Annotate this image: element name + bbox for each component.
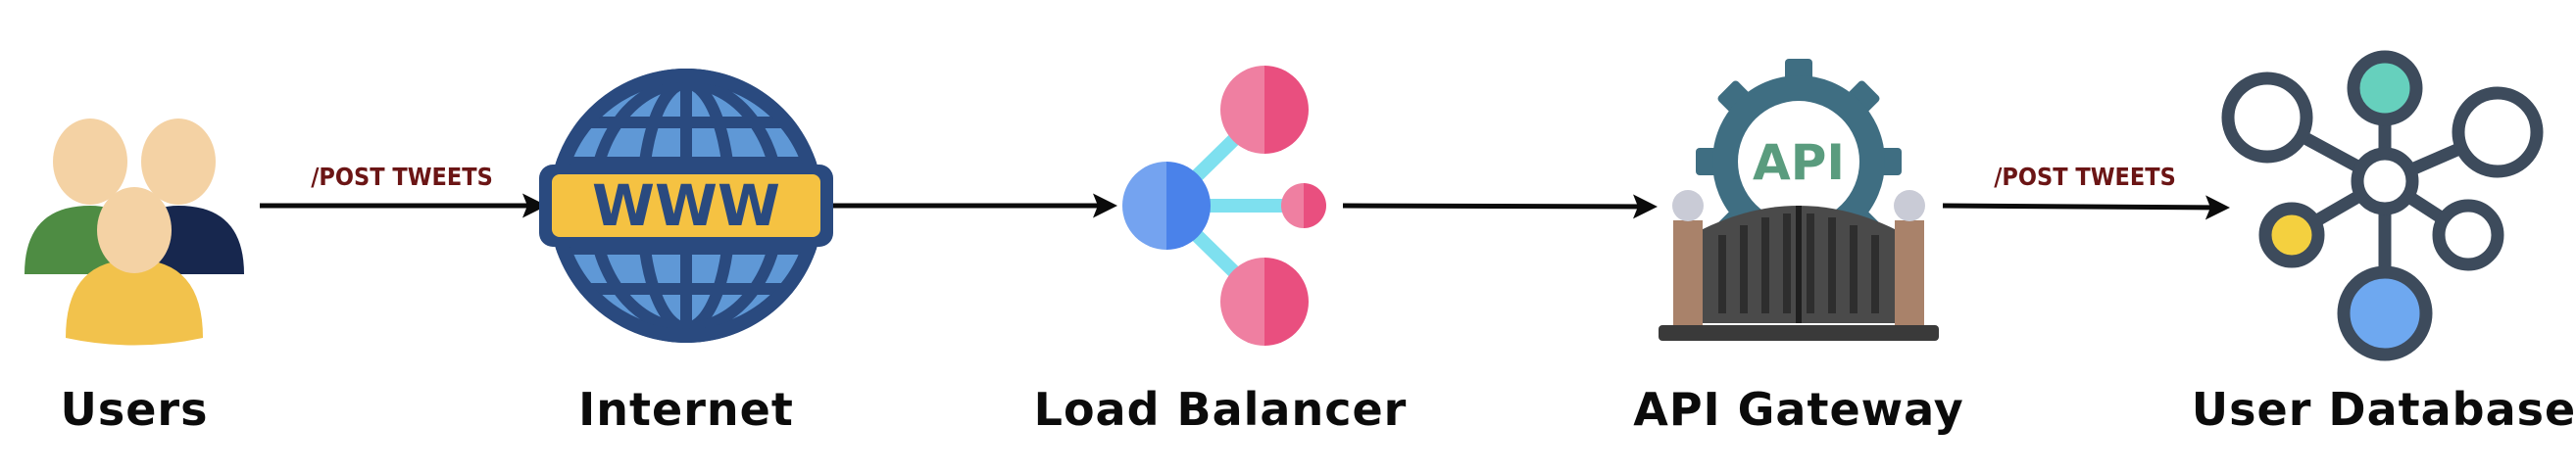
- api-text: API: [1753, 134, 1845, 191]
- database-network-icon: [2221, 50, 2544, 361]
- globe-www-icon: WWW: [539, 69, 833, 343]
- load-balancer-icon: [1122, 66, 1326, 346]
- www-text: WWW: [592, 172, 780, 239]
- edge-label-post-tweets: /POST TWEETS: [311, 163, 493, 191]
- node-label-users: Users: [61, 383, 209, 436]
- api-gateway-icon: API: [1659, 59, 1939, 341]
- node-label-user-database: User Database: [2192, 383, 2576, 436]
- edge-load-balancer-api-gateway: [1342, 194, 1658, 219]
- node-label-api-gateway: API Gateway: [1633, 383, 1964, 436]
- arrow: [1342, 194, 1658, 219]
- edge-users-internet: /POST TWEETS: [260, 163, 547, 218]
- node-label-internet: Internet: [578, 383, 794, 436]
- users-icon: [25, 118, 244, 346]
- edge-label-post-tweets: /POST TWEETS: [1994, 163, 2176, 191]
- edge-api-gateway-user-database: /POST TWEETS: [1942, 163, 2230, 220]
- node-label-load-balancer: Load Balancer: [1034, 383, 1408, 436]
- arrow: [1942, 195, 2230, 220]
